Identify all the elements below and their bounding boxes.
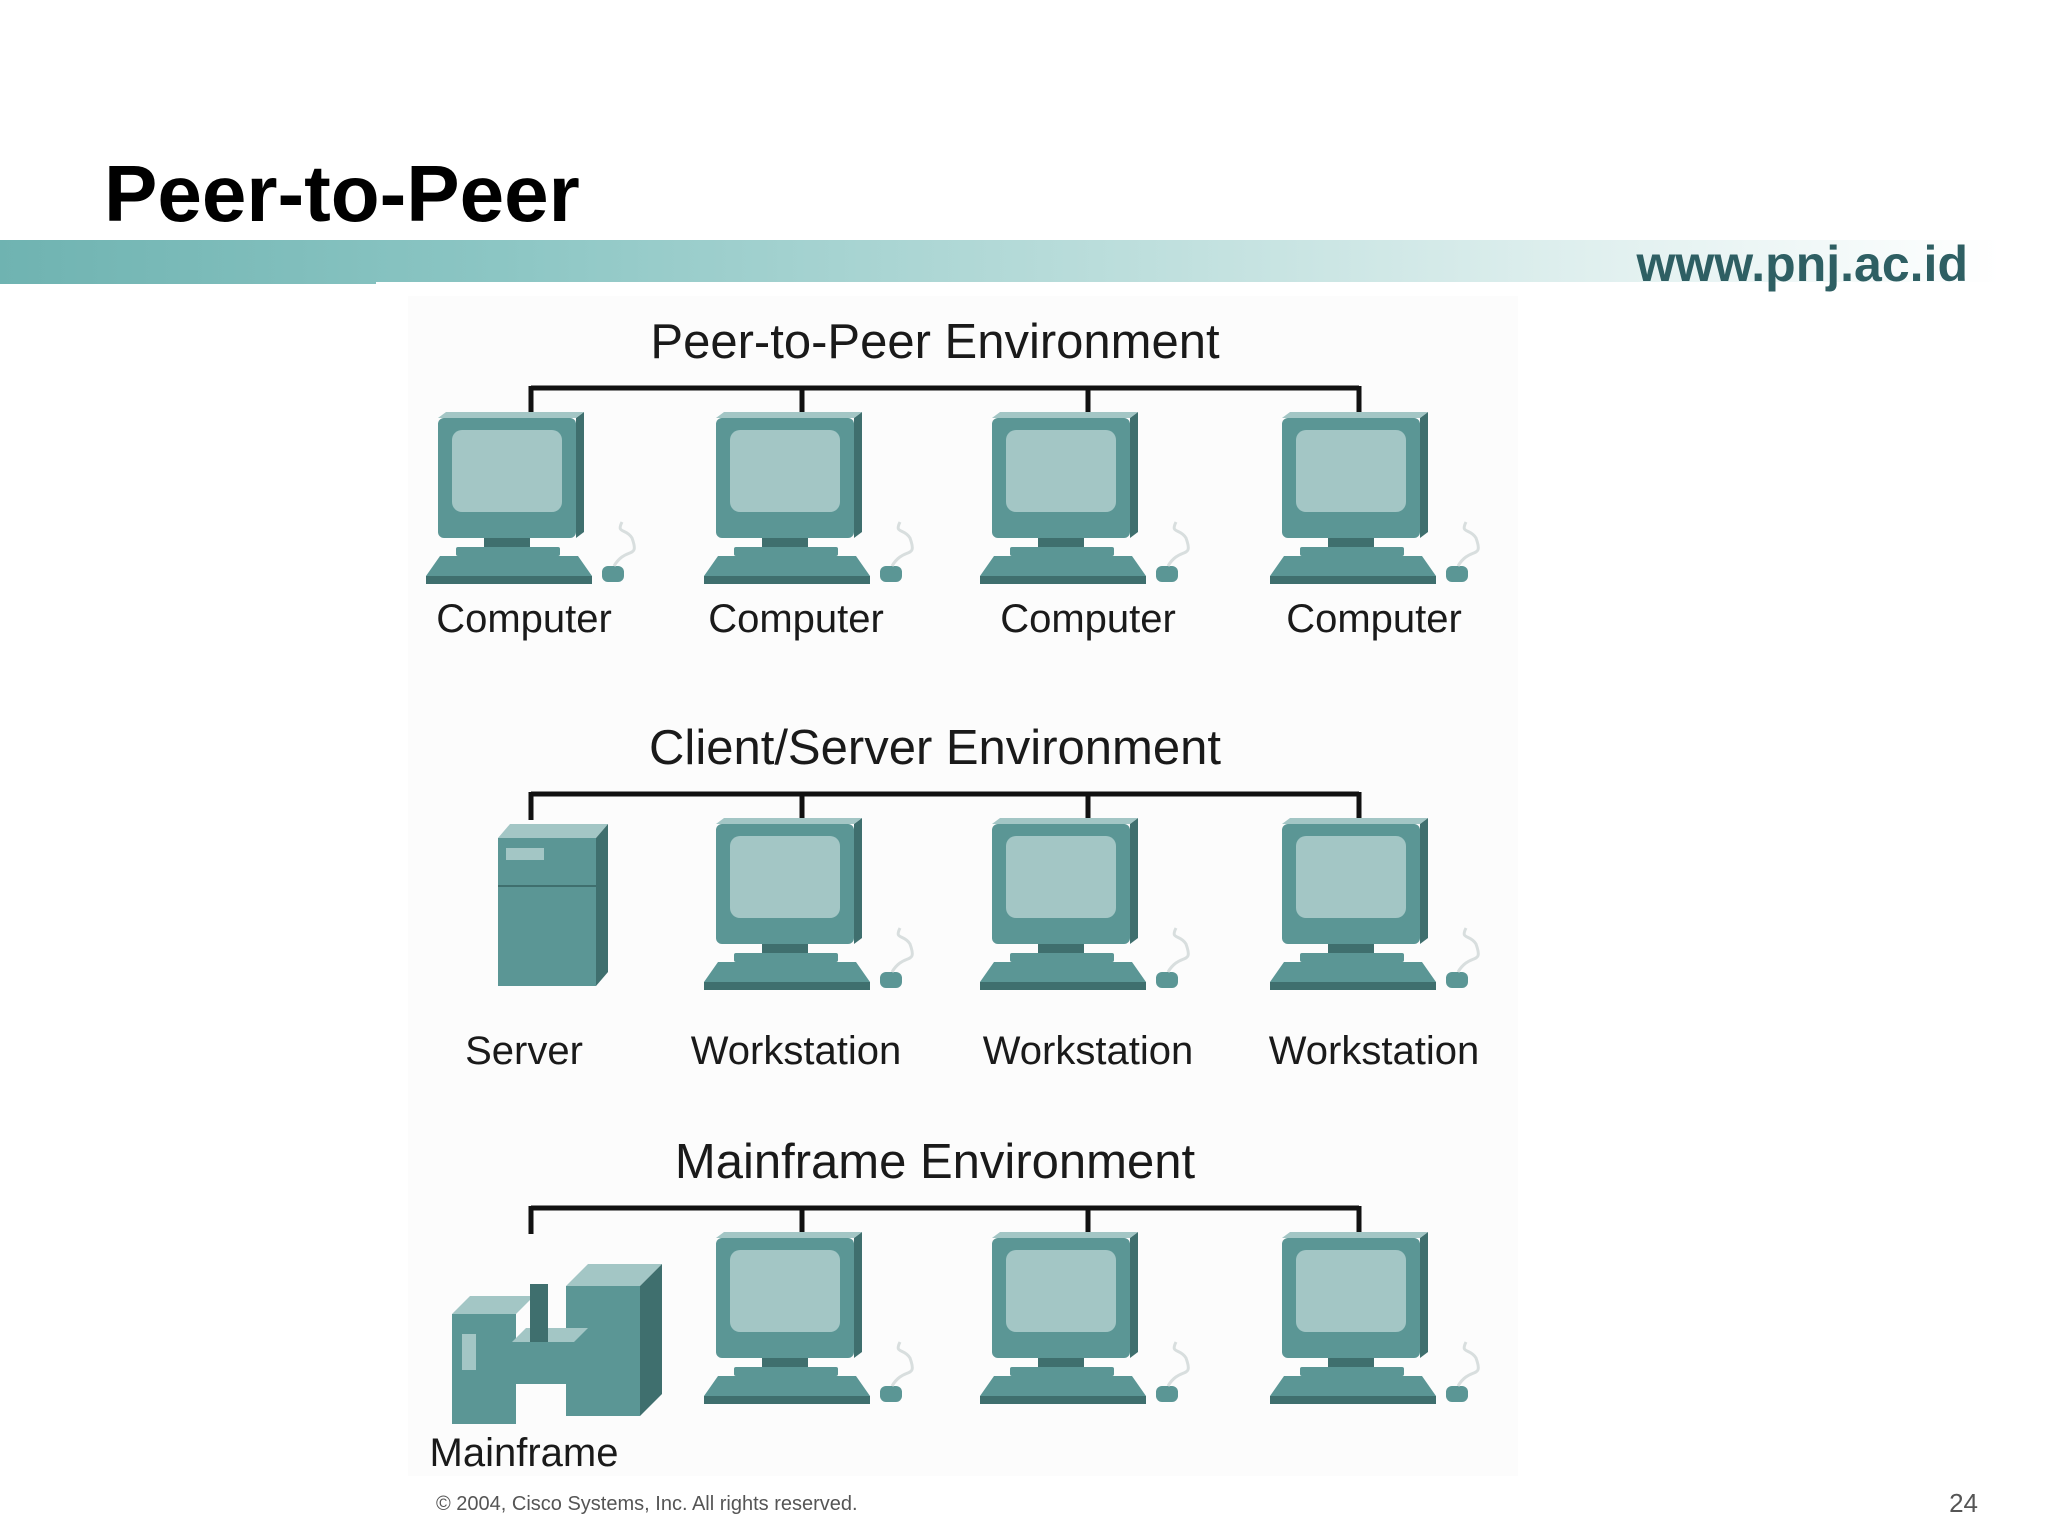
network-node: Workstation (691, 818, 914, 1073)
mainframe-icon (452, 1264, 662, 1424)
device-label: Computer (436, 597, 612, 641)
device-label: Workstation (1269, 1029, 1479, 1073)
copyright-notice: © 2004, Cisco Systems, Inc. All rights r… (436, 1493, 858, 1515)
computer-icon (1270, 412, 1480, 584)
server-icon (498, 824, 608, 986)
network-node (980, 1232, 1190, 1404)
device-label: Computer (1000, 597, 1176, 641)
network-node: Computer (1270, 412, 1480, 641)
network-node: Computer (426, 412, 636, 641)
computer-icon (704, 412, 914, 584)
network-node: Workstation (1269, 818, 1480, 1073)
computer-icon (980, 818, 1190, 990)
network-node: Server (465, 824, 608, 1073)
computer-icon (704, 1232, 914, 1404)
computer-icon (426, 412, 636, 584)
environment-title: Client/Server Environment (649, 721, 1221, 775)
device-label: Workstation (691, 1029, 901, 1073)
network-node (704, 1232, 914, 1404)
computer-icon (1270, 1232, 1480, 1404)
computer-icon (980, 412, 1190, 584)
header-band-step (376, 282, 2000, 290)
slide-title: Peer-to-Peer (104, 149, 580, 238)
environment-title: Mainframe Environment (675, 1135, 1196, 1189)
header-band (0, 240, 2000, 284)
network-node (1270, 1232, 1480, 1404)
device-label: Computer (708, 597, 884, 641)
network-node: Computer (980, 412, 1190, 641)
device-label: Computer (1286, 597, 1462, 641)
device-label: Workstation (983, 1029, 1193, 1073)
page-number: 24 (1949, 1488, 1978, 1518)
device-label: Server (465, 1029, 583, 1073)
computer-icon (980, 1232, 1190, 1404)
network-node: Computer (704, 412, 914, 641)
environment-title: Peer-to-Peer Environment (650, 315, 1220, 369)
site-url: www.pnj.ac.id (1636, 236, 1968, 292)
computer-icon (1270, 818, 1480, 990)
network-node: Workstation (980, 818, 1193, 1073)
network-node: Mainframe (430, 1264, 662, 1475)
computer-icon (704, 818, 914, 990)
device-label: Mainframe (430, 1431, 619, 1475)
